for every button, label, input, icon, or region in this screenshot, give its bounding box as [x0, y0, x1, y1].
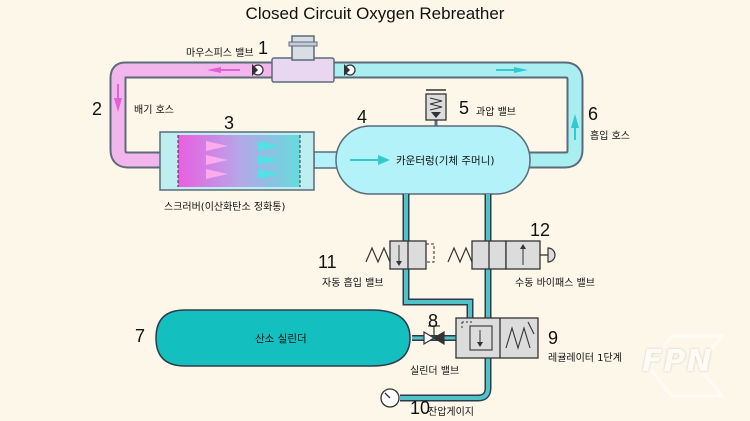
label-number-8: 8: [428, 311, 439, 331]
oxygen-cylinder: [155, 309, 411, 367]
pressure-gauge: [380, 388, 400, 408]
label-auto-intake-valve: 자동 흡입 밸브: [322, 278, 384, 289]
manual-bypass-valve: [447, 240, 556, 270]
label-number-10: 10: [410, 398, 431, 418]
auto-intake-valve: [365, 240, 435, 270]
label-number-12: 12: [530, 220, 551, 240]
cylinder-valve: [423, 325, 445, 346]
label-inhale-hose: 흡입 호스: [590, 131, 630, 142]
regulator-first-stage: [455, 317, 539, 359]
label-number-5: 5: [459, 98, 470, 118]
label-exhale-hose: 배기 호스: [134, 105, 174, 116]
label-pressure-gauge: 잔압게이지: [428, 407, 474, 418]
overpressure-valve: [425, 89, 447, 126]
label-number-11: 11: [318, 252, 337, 272]
label-number-7: 7: [135, 326, 146, 346]
label-number-3: 3: [224, 113, 235, 133]
diagram-title: Closed Circuit Oxygen Rebreather: [245, 4, 505, 23]
watermark-diamond-icon: [646, 334, 726, 398]
label-number-4: 4: [357, 107, 368, 127]
label-cylinder-valve: 실린더 밸브: [410, 366, 460, 377]
label-oxygen-cylinder: 산소 실린더: [255, 333, 307, 345]
label-mouthpiece-valve: 마우스피스 밸브: [186, 48, 254, 59]
label-number-2: 2: [92, 99, 103, 119]
label-counterlung: 카운터렁(기체 주머니): [396, 155, 495, 167]
label-number-1: 1: [258, 38, 269, 58]
scrubber: [159, 131, 315, 191]
fpn-watermark-logo: FPN: [628, 330, 736, 402]
counterlung: [335, 125, 531, 195]
mouthpiece: [252, 35, 356, 83]
label-scrubber: 스크러버(이산화탄소 정화통): [164, 202, 286, 213]
label-overpressure-valve: 과압 밸브: [476, 107, 516, 118]
label-number-6: 6: [588, 104, 599, 124]
label-manual-bypass-valve: 수동 바이패스 밸브: [515, 278, 595, 289]
label-regulator-stage1: 레귤레이터 1단계: [548, 353, 622, 364]
label-number-9: 9: [548, 328, 559, 348]
watermark-text: FPN: [642, 344, 713, 379]
flow-arrows: [114, 67, 579, 140]
